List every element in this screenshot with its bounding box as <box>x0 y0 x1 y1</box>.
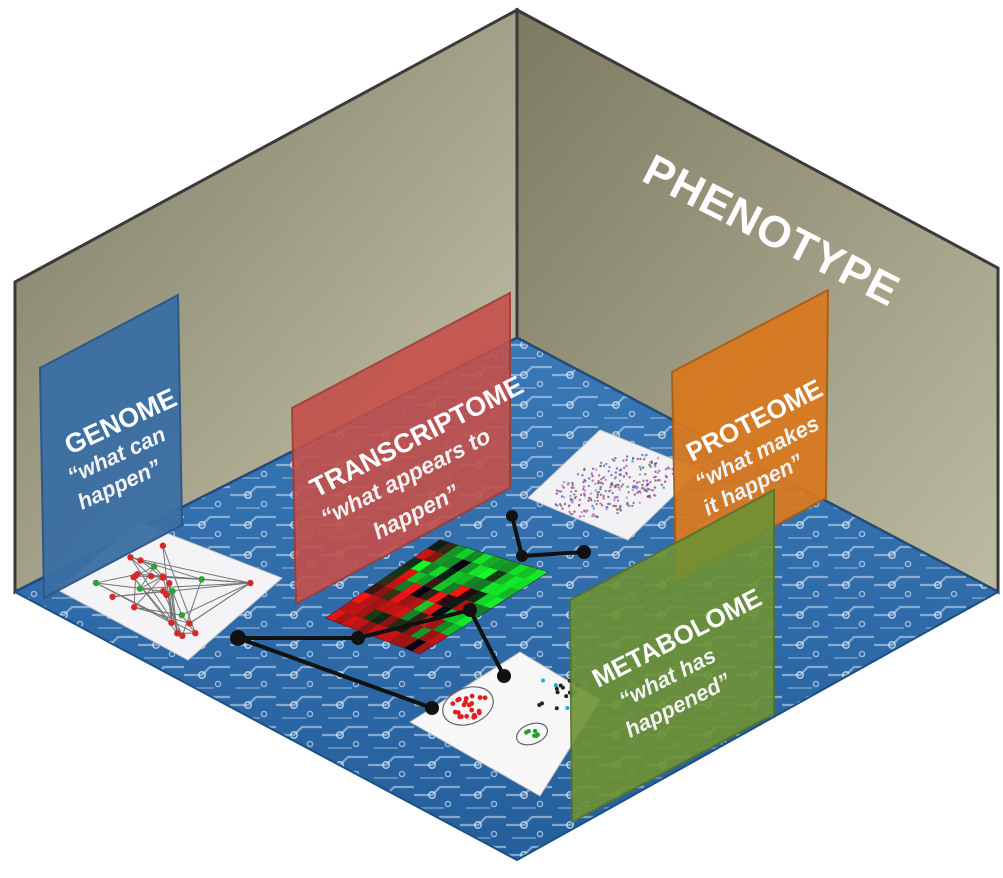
network-node <box>131 604 137 610</box>
network-node <box>179 633 185 639</box>
network-node <box>160 543 166 549</box>
network-node <box>93 580 99 586</box>
network-node <box>132 573 138 579</box>
network-node <box>137 585 143 591</box>
network-node <box>179 612 185 618</box>
network-node <box>148 573 154 579</box>
network-node <box>163 592 169 598</box>
network-node <box>166 580 172 586</box>
network-node <box>192 630 198 636</box>
network-node <box>127 554 133 560</box>
network-node <box>169 588 175 594</box>
network-node <box>109 594 115 600</box>
network-node <box>198 576 204 582</box>
network-node <box>247 580 253 586</box>
network-node <box>137 557 143 563</box>
network-node <box>168 620 174 626</box>
network-node <box>160 573 166 579</box>
network-node <box>151 563 157 569</box>
network-node <box>186 620 192 626</box>
